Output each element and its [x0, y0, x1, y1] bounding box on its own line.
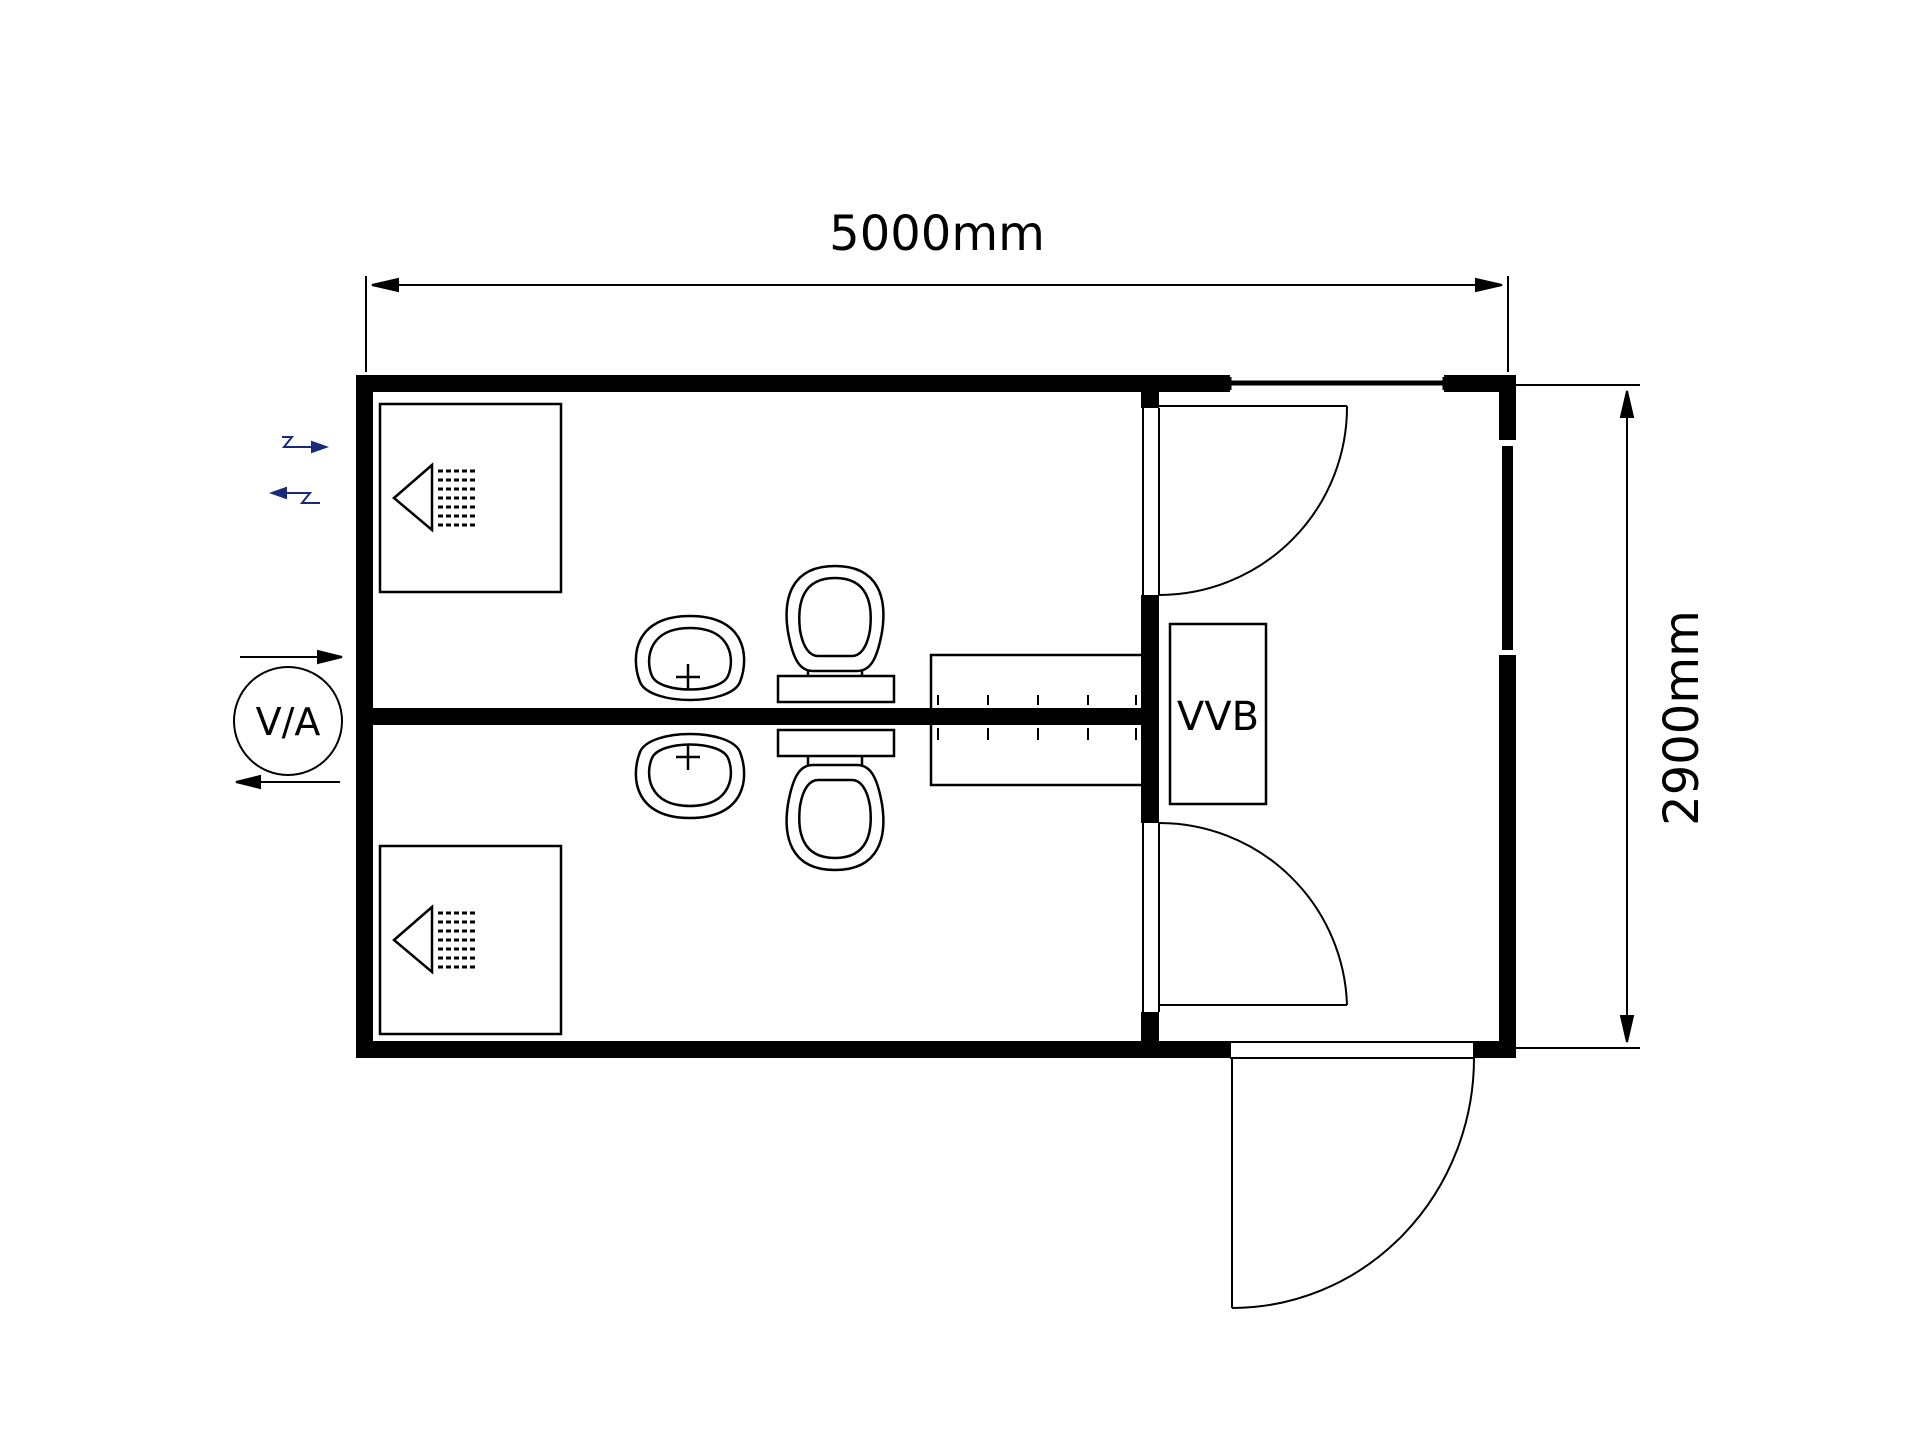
walls [356, 375, 1516, 1058]
entrance-door[interactable] [1229, 1041, 1475, 1309]
shower-icon [392, 462, 477, 533]
width-dimension [365, 276, 1509, 372]
toilet-lower [776, 728, 896, 872]
supply-drain-label: V/A [256, 700, 321, 744]
toilet-icon [776, 564, 896, 704]
width-dimension-label: 5000mm [829, 206, 1045, 262]
sink-icon [634, 732, 746, 820]
water-heater [1168, 622, 1268, 806]
shower-upper [378, 402, 563, 594]
height-dimension [1512, 384, 1640, 1049]
toilet-icon [776, 728, 896, 872]
sink-upper [634, 614, 746, 702]
bathroom-door-upper[interactable] [1142, 405, 1349, 596]
shower-icon [392, 904, 477, 975]
electric-connection-icon [269, 436, 329, 504]
sink-lower [634, 732, 746, 820]
shower-lower [378, 844, 563, 1036]
top-wall-window [1228, 377, 1446, 390]
bathroom-door-lower[interactable] [1142, 822, 1348, 1012]
toilet-upper [776, 564, 896, 704]
supply-drain [233, 649, 343, 790]
water-heater-label: VVB [1177, 694, 1259, 740]
sink-icon [634, 614, 746, 702]
counter-shelf [929, 653, 1145, 787]
height-dimension-label: 2900mm [1654, 610, 1710, 826]
